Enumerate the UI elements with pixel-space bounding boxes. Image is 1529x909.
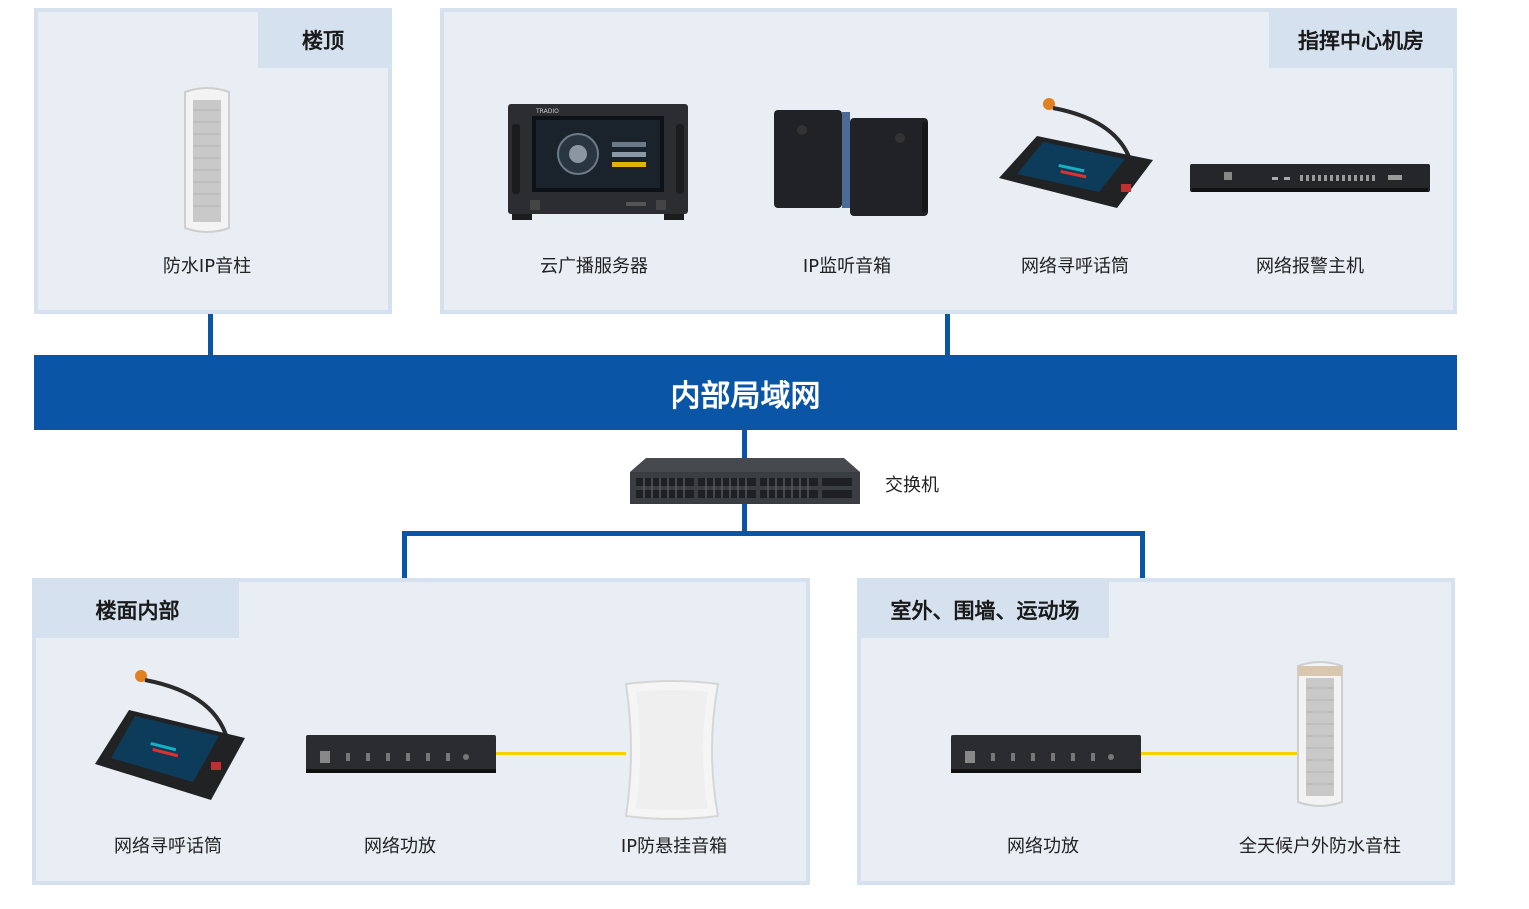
device-label: 网络寻呼话筒: [1021, 256, 1129, 277]
device-label: 网络报警主机: [1256, 256, 1364, 277]
zone-outdoor-title: 室外、围墙、运动场: [861, 582, 1109, 638]
network-switch-icon: [630, 458, 860, 506]
network-amplifier-icon: [951, 735, 1141, 775]
zone-roof-title: 楼顶: [258, 12, 388, 68]
server-brand: TRADIO: [535, 108, 559, 115]
device-label: 云广播服务器: [540, 256, 648, 277]
ip-monitor-speaker-icon: [772, 108, 932, 218]
device-label: IP防悬挂音箱: [620, 836, 728, 857]
device-label: 全天候户外防水音柱: [1239, 836, 1401, 857]
outdoor-waterproof-column-speaker-icon: [1294, 660, 1346, 810]
device-label: 防水IP音柱: [162, 256, 252, 277]
zone-command-center-title: 指挥中心机房: [1269, 12, 1453, 68]
internal-lan-bar: 内部局域网: [34, 355, 1457, 430]
command-link: [945, 310, 950, 356]
audio-cable: [1138, 752, 1304, 755]
paging-microphone-icon: [93, 666, 245, 800]
switch-label: 交换机: [885, 475, 939, 496]
device-label: 网络功放: [364, 836, 436, 857]
outdoor-link: [1140, 531, 1145, 581]
device-label: IP监听音箱: [802, 256, 892, 277]
switch-downlink: [742, 503, 747, 535]
switch-uplink: [742, 429, 747, 459]
ip-wall-speaker-icon: [622, 680, 722, 820]
roof-link: [208, 310, 213, 356]
cloud-broadcast-server-icon: TRADIO: [508, 104, 688, 222]
waterproof-column-speaker-icon: [181, 86, 233, 236]
network-amplifier-icon: [306, 735, 496, 775]
zone-floor-interior-title: 楼面内部: [36, 582, 239, 638]
paging-microphone-icon: [997, 96, 1153, 208]
indoor-link: [402, 531, 407, 581]
device-label: 网络寻呼话筒: [114, 836, 222, 857]
network-alarm-host-icon: [1190, 164, 1430, 194]
device-label: 网络功放: [1007, 836, 1079, 857]
distribution-bus: [402, 531, 1145, 536]
audio-cable: [492, 752, 626, 755]
